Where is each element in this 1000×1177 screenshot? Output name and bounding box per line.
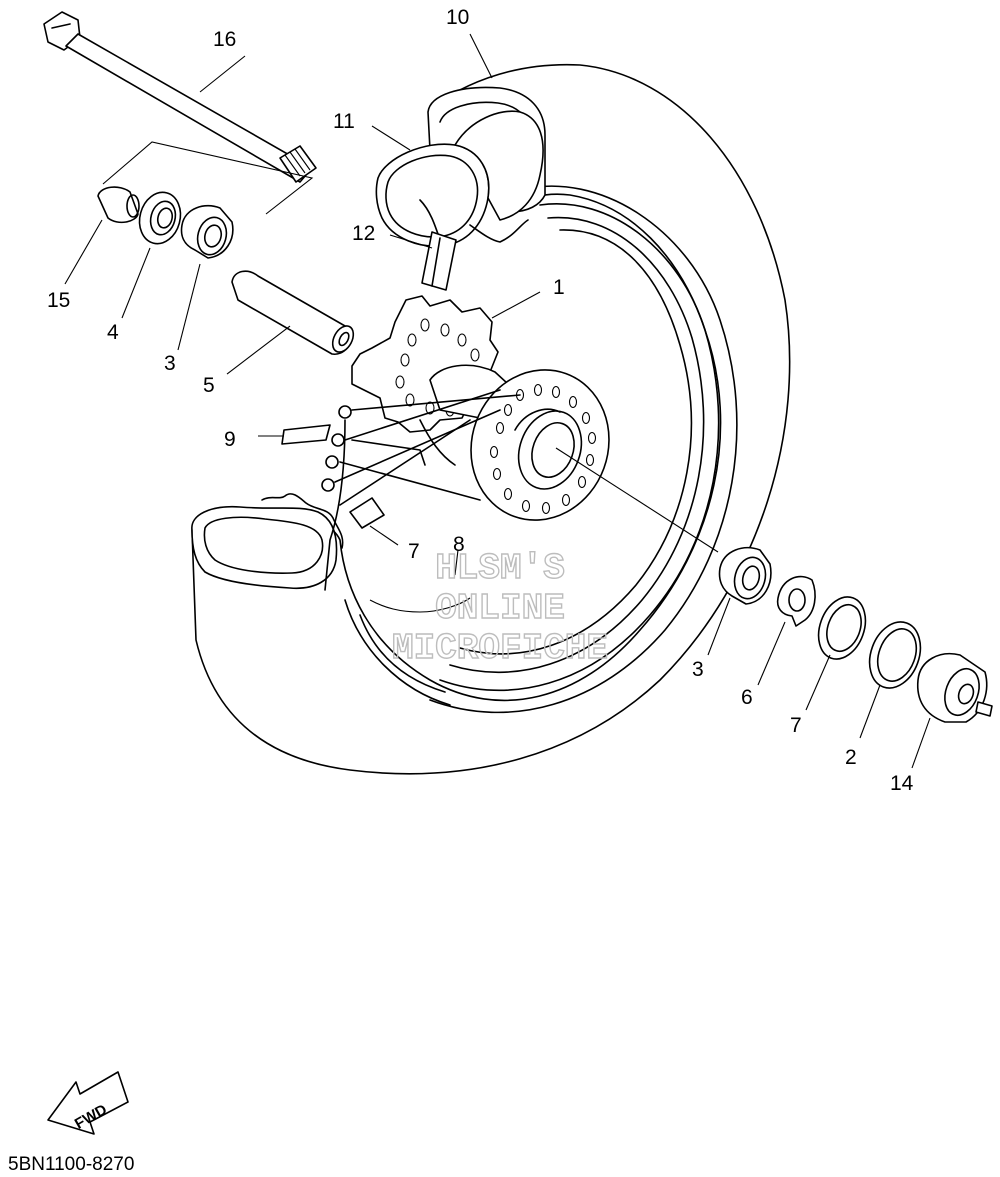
bearing-right-illustration	[718, 546, 772, 605]
callout-12: 11	[333, 110, 355, 133]
callout-labels: 16 10 11 12 1 15 4 3 5 9 7 8 3 6 7 2 14	[47, 6, 914, 795]
callout-4: 4	[107, 321, 119, 344]
callout-14: 14	[890, 772, 914, 795]
callout-8: 7	[408, 540, 420, 563]
callout-3-right: 3	[692, 658, 704, 681]
oil-seal-illustration	[138, 191, 182, 245]
tube-illustration	[375, 110, 544, 247]
bearing-left-illustration	[180, 204, 234, 259]
callout-11: 10	[446, 6, 469, 29]
svg-text:MICROFICHE: MICROFICHE	[392, 628, 608, 669]
svg-text:ONLINE: ONLINE	[435, 588, 565, 629]
oil-seal-right-illustration	[817, 596, 867, 660]
watermark: HLSM'S ONLINE MICROFICHE	[391, 547, 608, 669]
gear-unit-illustration	[916, 653, 993, 723]
rim-band-illustration	[421, 231, 457, 291]
spacer-illustration	[231, 270, 355, 355]
fwd-arrow-icon: FWD	[47, 1071, 129, 1135]
axle-illustration	[43, 11, 317, 183]
brake-disc-illustration	[470, 369, 610, 521]
callout-2: 2	[845, 746, 857, 769]
callout-10: 9	[224, 428, 236, 451]
callout-3-left: 3	[164, 352, 176, 375]
callout-6: 6	[741, 686, 753, 709]
leader-lines	[64, 33, 931, 769]
callout-13: 12	[352, 222, 375, 245]
callout-7: 7	[790, 714, 802, 737]
diagram-code: 5BN1100-8270	[8, 1154, 134, 1175]
svg-text:HLSM'S: HLSM'S	[435, 548, 565, 589]
callout-9: 8	[453, 533, 465, 556]
collar-illustration	[97, 186, 140, 224]
callout-1: 1	[553, 276, 565, 299]
callout-5: 5	[203, 374, 215, 397]
retainer-illustration	[776, 575, 816, 627]
collar-right-illustration	[868, 621, 922, 689]
spokes-illustration	[281, 389, 521, 591]
callout-16: 16	[213, 28, 236, 51]
assembly-bracket-line	[102, 141, 314, 215]
callout-15: 15	[47, 289, 70, 312]
